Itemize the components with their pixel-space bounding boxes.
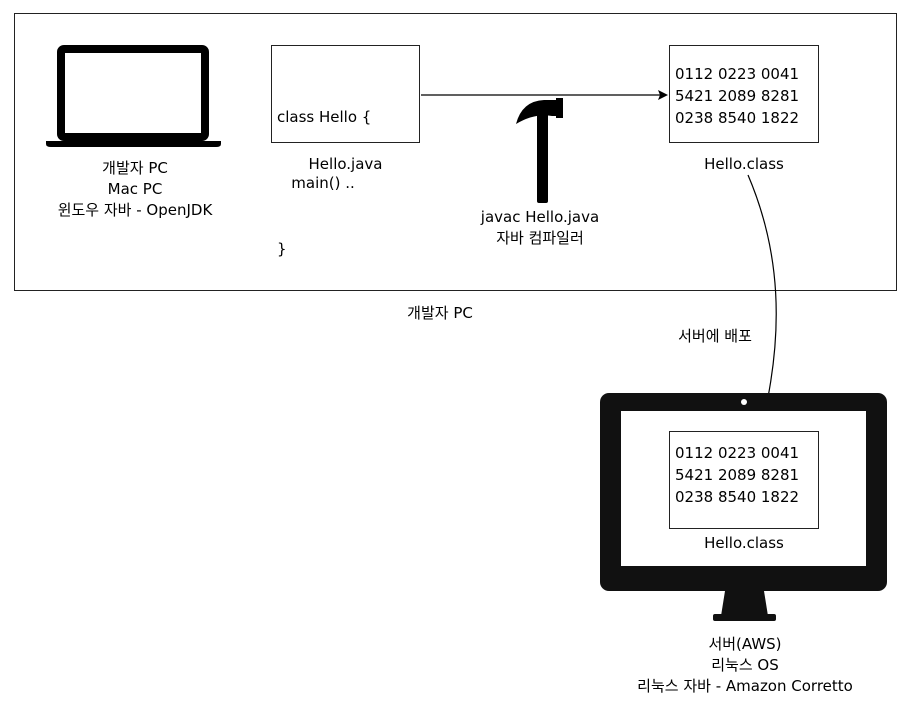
compiler-caption: javac Hello.java 자바 컴파일러 bbox=[455, 207, 625, 249]
server-bytecode-line-1: 0112 0223 0041 bbox=[675, 444, 800, 462]
source-code-box: class Hello { main() .. } bbox=[271, 45, 420, 258]
server-bytecode-line-2: 5421 2089 8281 bbox=[675, 466, 800, 484]
server-caption-line-3: 리눅스 자바 - Amazon Corretto bbox=[637, 677, 853, 695]
source-filename: Hello.java bbox=[308, 155, 383, 173]
compiler-caption-line-1: javac Hello.java bbox=[480, 208, 600, 226]
bytecode-line-1: 0112 0223 0041 bbox=[675, 65, 800, 83]
class-filename-dev: Hello.class bbox=[704, 155, 784, 173]
source-code-line-2: main() .. bbox=[277, 174, 355, 192]
laptop-caption-line-2: Mac PC bbox=[107, 180, 163, 198]
laptop-caption-line-1: 개발자 PC bbox=[102, 159, 168, 177]
bytecode-box-server: 0112 0223 0041 5421 2089 8281 0238 8540 … bbox=[669, 431, 819, 529]
bytecode-line-3: 0238 8540 1822 bbox=[675, 109, 800, 127]
laptop-caption: 개발자 PC Mac PC 윈도우 자바 - OpenJDK bbox=[40, 158, 230, 221]
source-code-line-1: class Hello { bbox=[277, 108, 372, 126]
laptop-caption-line-3: 윈도우 자바 - OpenJDK bbox=[57, 201, 213, 219]
bytecode-line-2: 5421 2089 8281 bbox=[675, 87, 800, 105]
source-code-line-3: } bbox=[277, 240, 287, 258]
server-caption-line-1: 서버(AWS) bbox=[708, 635, 782, 653]
developer-pc-box bbox=[14, 13, 897, 291]
class-filename-server: Hello.class bbox=[704, 534, 784, 552]
developer-pc-label: 개발자 PC bbox=[407, 304, 473, 322]
deploy-label: 서버에 배포 bbox=[660, 326, 770, 347]
server-bytecode-line-3: 0238 8540 1822 bbox=[675, 488, 800, 506]
server-caption-line-2: 리눅스 OS bbox=[711, 656, 779, 674]
compiler-caption-line-2: 자바 컴파일러 bbox=[496, 229, 584, 247]
server-caption: 서버(AWS) 리눅스 OS 리눅스 자바 - Amazon Corretto bbox=[610, 634, 880, 697]
bytecode-box-dev: 0112 0223 0041 5421 2089 8281 0238 8540 … bbox=[669, 45, 819, 143]
